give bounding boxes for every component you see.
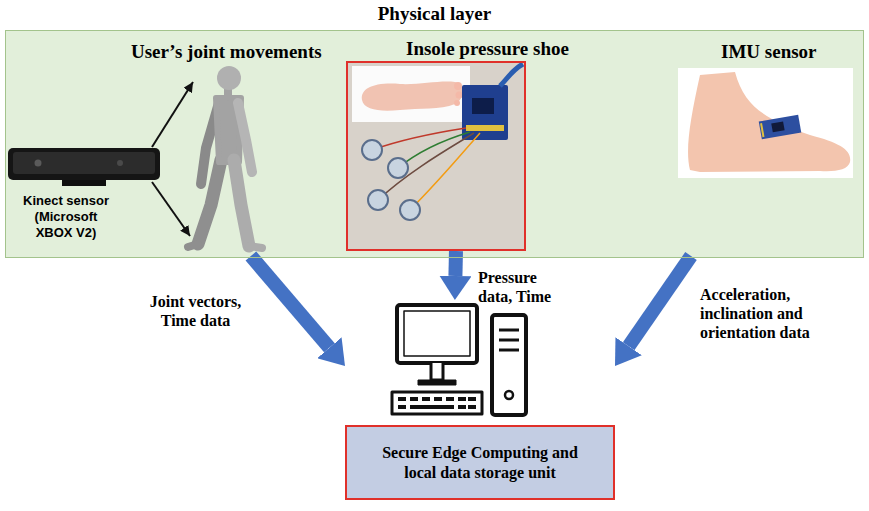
layer-heading: Physical layer (6, 3, 863, 25)
kinect-device (8, 148, 160, 186)
source-heading: Insole pressure shoe (406, 38, 569, 60)
imu-photo (678, 68, 853, 178)
edge-label: Pressure data, Time (478, 268, 563, 306)
storage-label: Secure Edge Computing and local data sto… (365, 443, 595, 483)
source-heading: IMU sensor (721, 41, 817, 63)
storage-box: Secure Edge Computing and local data sto… (345, 425, 615, 500)
layer-band: Physical layerUser’s joint movementsKine… (5, 30, 864, 258)
layer-ground (5, 30, 864, 258)
view-line (152, 182, 190, 236)
data-flow-arrow (251, 256, 329, 348)
edge-label: Acceleration, inclination and orientatio… (700, 285, 840, 342)
view-line (152, 82, 193, 147)
edge-unit: Secure Edge Computing and local data sto… (345, 300, 615, 500)
source-heading: User’s joint movements (131, 41, 322, 63)
insole-photo (346, 61, 524, 249)
human-figure (188, 66, 262, 248)
source-group: User’s joint movementsKinect sensor (Mic… (11, 36, 341, 256)
data-flow-arrow (629, 256, 691, 346)
device-label: Kinect sensor (Microsoft XBOX V2) (21, 193, 111, 241)
data-flow-arrow (448, 251, 463, 276)
photo-box: Insole pressure shoe (346, 61, 526, 251)
computer-icon (392, 305, 526, 415)
edge-label: Joint vectors, Time data (138, 292, 253, 330)
source-group: IMU sensor (661, 36, 861, 256)
